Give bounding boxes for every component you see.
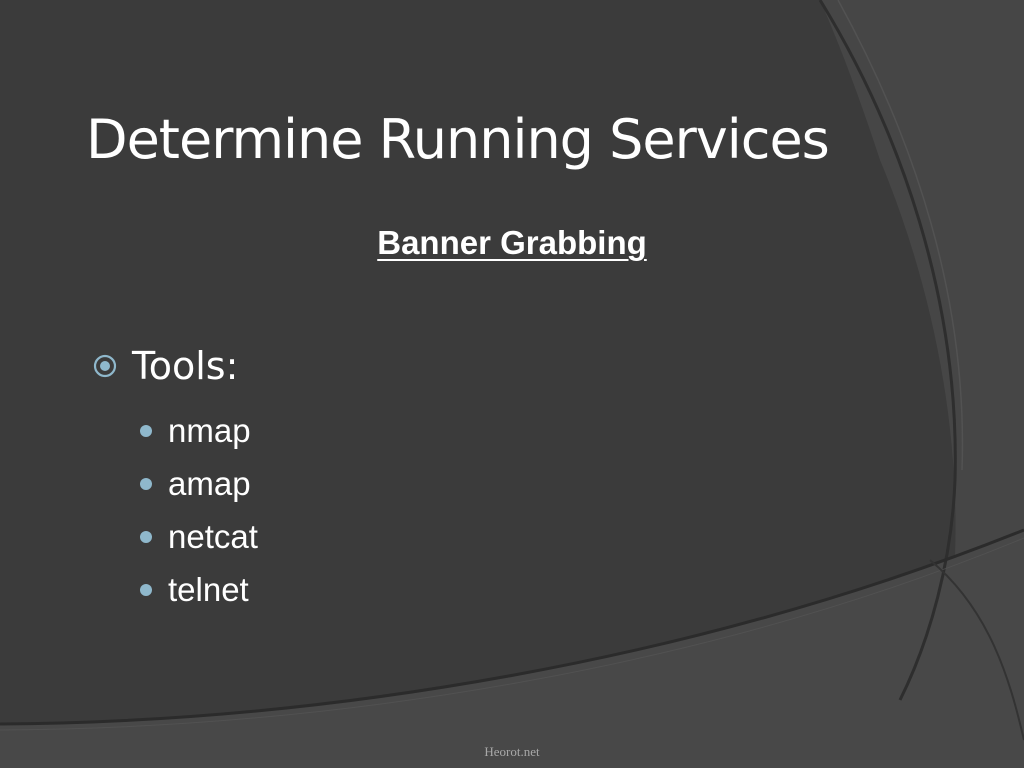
list-item-label: amap xyxy=(168,464,251,502)
list-item: telnet xyxy=(138,563,258,616)
list-item-label: nmap xyxy=(168,411,251,449)
dot-icon xyxy=(140,424,152,437)
list-item-label: telnet xyxy=(168,570,249,608)
bullet-tools: Tools: xyxy=(92,344,238,388)
list-item: amap xyxy=(138,457,258,510)
slide-footer: Heorot.net xyxy=(484,744,540,759)
bullet-tools-label: Tools: xyxy=(132,344,239,388)
slide-title: Determine Running Services xyxy=(86,108,830,171)
dot-icon xyxy=(140,477,152,490)
list-item: netcat xyxy=(138,510,258,563)
dot-icon xyxy=(140,583,152,596)
list-item: nmap xyxy=(138,404,258,457)
circle-dot-icon xyxy=(93,354,117,378)
dot-icon xyxy=(140,530,152,543)
list-item-label: netcat xyxy=(168,517,258,555)
tools-list: nmap amap netcat telnet xyxy=(138,404,258,616)
slide-subtitle: Banner Grabbing xyxy=(377,224,647,261)
